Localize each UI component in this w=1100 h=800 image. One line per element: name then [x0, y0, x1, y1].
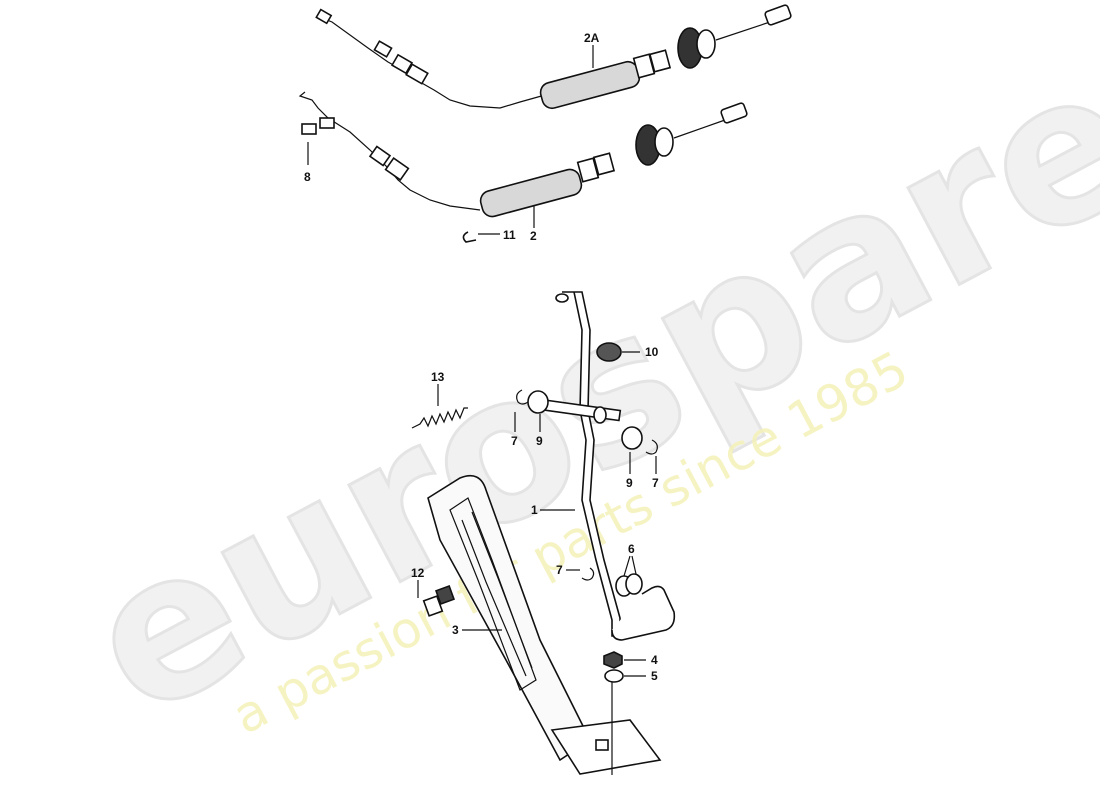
- callout-7-left: 7: [511, 434, 518, 448]
- clip-7-right[interactable]: [645, 439, 658, 455]
- clip-7-lower[interactable]: [581, 567, 595, 581]
- washer-5[interactable]: [604, 669, 624, 683]
- callout-2A: 2A: [584, 31, 600, 45]
- callout-9-left: 9: [536, 434, 543, 448]
- bushing-10[interactable]: [596, 342, 622, 362]
- callout-13: 13: [431, 370, 445, 384]
- washers-6[interactable]: [615, 573, 643, 597]
- callout-12: 12: [411, 566, 425, 580]
- callout-3: 3: [452, 623, 459, 637]
- bushing-9-left[interactable]: [527, 390, 549, 414]
- callout-1: 1: [531, 503, 538, 517]
- callout-4: 4: [651, 653, 658, 667]
- nut-4[interactable]: [603, 651, 623, 669]
- throttle-cable-2[interactable]: [298, 91, 748, 219]
- throttle-cable-2A[interactable]: [315, 4, 792, 110]
- spring-13[interactable]: [411, 407, 468, 429]
- callout-7-lower: 7: [556, 563, 563, 577]
- clip-11[interactable]: [462, 231, 477, 243]
- callout-2: 2: [530, 229, 537, 243]
- accelerator-pedal-3[interactable]: [427, 474, 662, 775]
- pedal-lever-1[interactable]: [538, 291, 676, 641]
- callout-7-right: 7: [652, 476, 659, 490]
- callout-10: 10: [645, 345, 659, 359]
- callout-8: 8: [304, 170, 311, 184]
- watermark: eurospares a passion for parts since 198…: [52, 0, 1100, 764]
- callout-9-right: 9: [626, 476, 633, 490]
- watermark-brand: eurospares: [53, 0, 1100, 762]
- bolt-12[interactable]: [422, 585, 455, 617]
- callout-6: 6: [628, 542, 635, 556]
- callout-11: 11: [503, 228, 516, 242]
- clip-7-left[interactable]: [516, 389, 529, 405]
- leader-lines: [307, 45, 657, 775]
- callout-5: 5: [651, 669, 658, 683]
- bushing-9-right[interactable]: [621, 426, 643, 450]
